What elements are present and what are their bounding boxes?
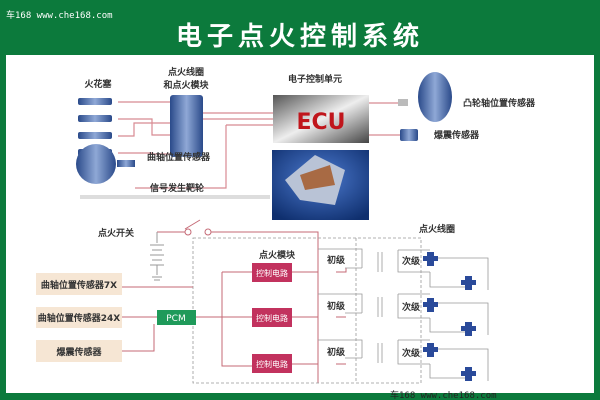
ignition-module-photo [272, 150, 369, 220]
watermark-bottom: 车168 www.che168.com [390, 389, 497, 400]
svg-text:初级: 初级 [327, 300, 346, 312]
spark-plug-label: 火花塞 [84, 78, 112, 90]
battery-icon [150, 232, 164, 281]
svg-text:次级: 次级 [402, 255, 421, 267]
switch-contact[interactable] [204, 228, 212, 236]
sensor-box-knock: 爆震传感器 [36, 340, 122, 362]
reluctor-label: 信号发生靶轮 [150, 182, 204, 194]
ecu-label: ECU [296, 110, 345, 135]
pcm-box: PCM [157, 310, 196, 325]
svg-text:控制电路: 控制电路 [256, 359, 288, 369]
reluctor-wheel-icon [76, 144, 116, 184]
knock-sensor-label: 爆震传感器 [434, 129, 480, 141]
coil-label-2: 和点火模块 [162, 79, 209, 91]
coil-windings [318, 248, 489, 381]
ignition-switch-label: 点火开关 [98, 227, 134, 239]
knock-sensor-icon [400, 129, 418, 141]
svg-text:初级: 初级 [327, 346, 346, 358]
svg-text:曲轴位置传感器24X: 曲轴位置传感器24X [38, 312, 121, 324]
svg-text:爆震传感器: 爆震传感器 [56, 346, 102, 358]
coil-channel-1: 初级 次级 [327, 254, 421, 267]
ignition-coil-label: 点火线圈 [419, 223, 455, 235]
svg-text:控制电路: 控制电路 [256, 313, 288, 323]
divider [80, 195, 270, 199]
switch-contact[interactable] [184, 228, 192, 236]
svg-text:控制电路: 控制电路 [256, 268, 288, 278]
ignition-module-boundary [192, 237, 422, 384]
crank-sensor-label: 曲轴位置传感器 [147, 151, 211, 163]
cam-sensor-icon [418, 72, 452, 122]
coil-channel-2: 初级 次级 [327, 300, 421, 313]
ecu-title: 电子控制单元 [288, 73, 342, 85]
coil-channel-3: 初级 次级 [327, 346, 421, 359]
ecu-box [273, 95, 369, 143]
control-circuit-1: 控制电路 [252, 263, 292, 282]
coil-module-icon [170, 95, 203, 157]
svg-text:PCM: PCM [166, 314, 185, 324]
svg-text:次级: 次级 [402, 347, 421, 359]
coil-label-1: 点火线圈 [168, 66, 204, 78]
control-circuit-2: 控制电路 [252, 308, 292, 327]
cam-sensor-label: 凸轮轴位置传感器 [463, 97, 536, 109]
watermark-top: 车168 www.che168.com [6, 9, 113, 21]
cam-sensor-connector [398, 99, 408, 106]
svg-text:次级: 次级 [402, 301, 421, 313]
ignition-module-label: 点火模块 [259, 249, 296, 261]
spark-plug-symbols [423, 252, 476, 381]
svg-text:初级: 初级 [327, 254, 346, 266]
sensor-box-7x: 曲轴位置传感器7X [36, 273, 122, 295]
crank-sensor-icon [117, 160, 135, 167]
svg-text:曲轴位置传感器7X: 曲轴位置传感器7X [41, 279, 117, 291]
control-circuit-3: 控制电路 [252, 354, 292, 373]
page-title: 电子点火控制系统 [176, 21, 424, 52]
sensor-box-24x: 曲轴位置传感器24X [36, 307, 122, 328]
